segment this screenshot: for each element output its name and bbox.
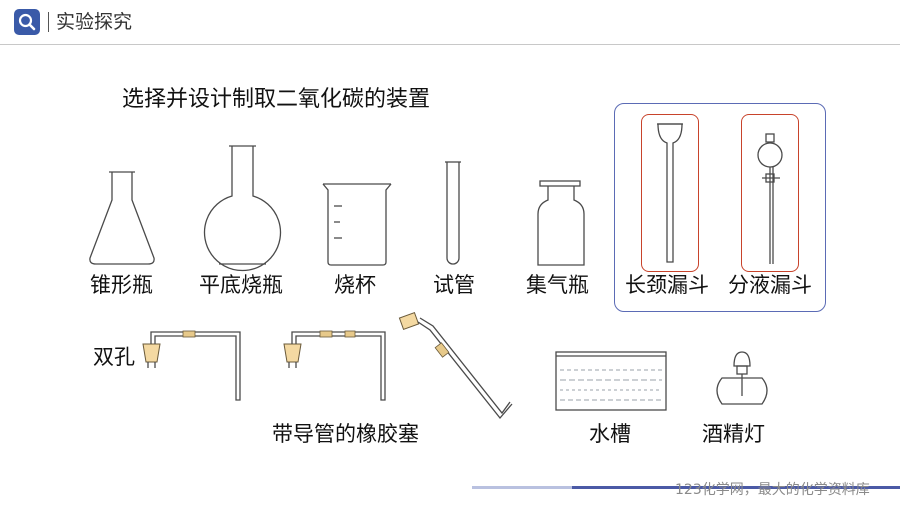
label-double-hole: 双孔 [93, 345, 135, 369]
label-flat-bottom-flask: 平底烧瓶 [199, 273, 283, 297]
footer-bar-light [472, 486, 572, 489]
label-water-trough: 水槽 [589, 422, 631, 446]
stopper-tube-1-icon [142, 330, 241, 401]
label-conical-flask: 锥形瓶 [90, 273, 153, 297]
label-alcohol-lamp: 酒精灯 [702, 422, 765, 446]
header-divider [0, 44, 900, 45]
stopper-tube-3-icon [398, 311, 513, 420]
beaker-icon [322, 183, 392, 266]
conical-flask-icon [89, 171, 155, 265]
gas-jar-icon [537, 180, 585, 266]
label-test-tube: 试管 [433, 273, 475, 297]
label-separatory-funnel: 分液漏斗 [728, 273, 812, 297]
stopper-tube-2-icon [283, 330, 386, 401]
page-title: 实验探究 [56, 11, 133, 33]
separatory-funnel-icon [757, 133, 783, 264]
separatory-funnel-frame [741, 114, 799, 272]
funnel-highlight-frame [614, 103, 826, 312]
footer-bar-dark [572, 486, 900, 489]
long-neck-funnel-frame [641, 114, 699, 272]
label-beaker: 烧杯 [334, 273, 376, 297]
label-stopper-with-tube: 带导管的橡胶塞 [272, 422, 419, 446]
alcohol-lamp-icon [716, 351, 768, 405]
header-separator [48, 12, 49, 32]
footer-watermark: 123化学网，最大的化学资料库 [675, 482, 870, 498]
long-neck-funnel-icon [657, 123, 683, 263]
label-long-neck-funnel: 长颈漏斗 [625, 273, 709, 297]
flat-bottom-flask-icon [203, 145, 282, 272]
test-tube-icon [445, 161, 461, 265]
water-trough-icon [555, 351, 667, 411]
search-icon[interactable] [14, 9, 40, 35]
label-gas-jar: 集气瓶 [526, 273, 589, 297]
slide-heading: 选择并设计制取二氧化碳的装置 [122, 87, 431, 112]
